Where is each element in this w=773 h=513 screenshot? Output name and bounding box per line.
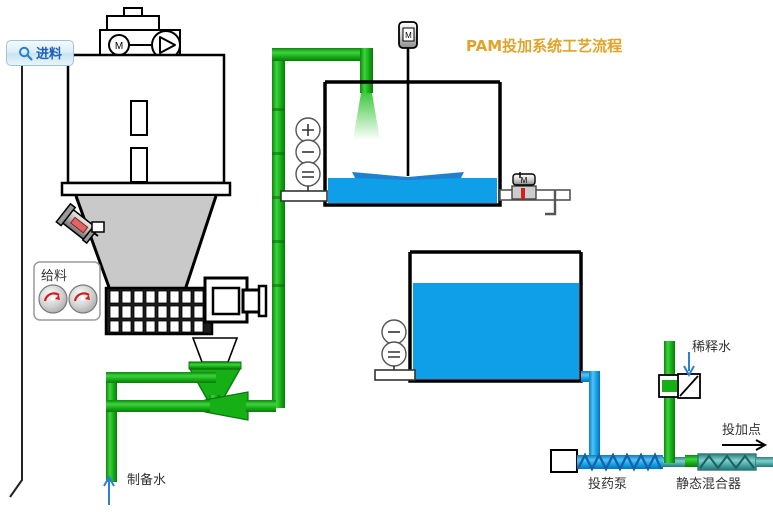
storage-tank [374, 250, 583, 383]
feeder-gauge-left [38, 284, 68, 314]
feeder-gauge-right [68, 284, 98, 314]
feeder-panel-label: 给料 [41, 269, 68, 284]
svg-text:M: M [115, 41, 123, 52]
static-mixer-label: 静态混合器 [676, 477, 742, 492]
page-title: PAM投加系统工艺流程 [466, 37, 623, 55]
dissolution-tank: M [280, 21, 571, 216]
screw-drive-motor [203, 276, 268, 324]
storage-level-switches [374, 319, 416, 381]
dosing-point-arrow [722, 439, 768, 451]
dilution-water-arrow [683, 352, 695, 378]
blower-fan-icon [151, 30, 181, 60]
dosing-pump-label: 投药泵 [588, 477, 628, 492]
preparation-water-label: 制备水 [127, 473, 167, 488]
feed-material-button-label: 进料 [35, 45, 62, 61]
agitator-motor-icon: M [398, 21, 418, 49]
blower-motor-icon: M [108, 34, 130, 56]
dissolution-outlet-valve: M [499, 172, 571, 216]
dosing-point-label: 投加点 [722, 423, 762, 438]
preparation-water-arrow [103, 474, 115, 505]
feed-material-button[interactable]: 进料 [6, 40, 74, 66]
dilution-water-label: 稀释水 [692, 340, 732, 355]
feeder-control-panel[interactable] [33, 261, 101, 321]
search-icon [18, 46, 33, 60]
preparation-water-line [9, 52, 23, 498]
dissolution-level-switches [280, 117, 328, 202]
svg-text:M: M [405, 31, 412, 40]
preparation-water-piping [106, 48, 380, 482]
hopper-vibrator-motor [55, 202, 105, 245]
static-mixer [685, 439, 773, 471]
screw-feeder [104, 276, 268, 336]
dilution-water-valve [658, 373, 701, 399]
svg-text:M: M [521, 176, 528, 185]
dilution-water-branch [658, 341, 701, 463]
